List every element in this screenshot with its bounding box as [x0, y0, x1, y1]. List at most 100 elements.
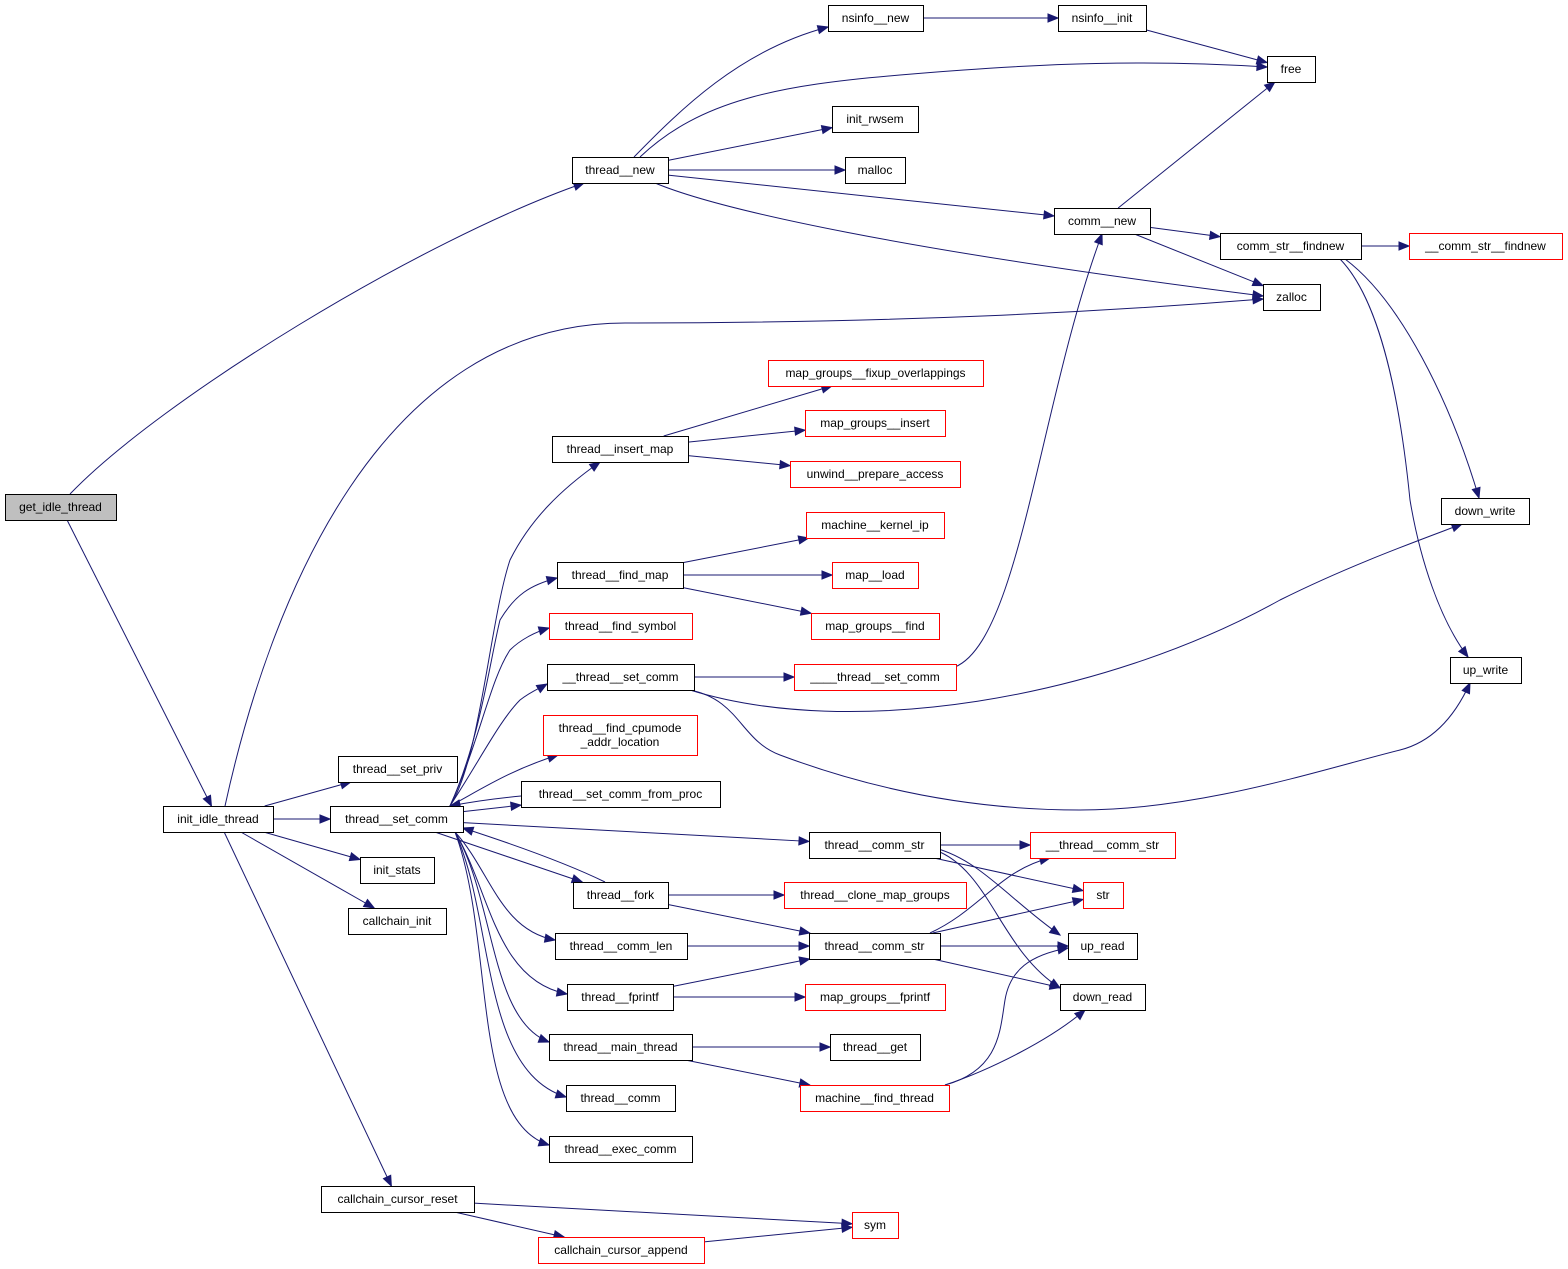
node-box	[1058, 5, 1147, 32]
node-thread-set-comm[interactable]: ____thread__set_comm	[794, 664, 957, 691]
edge-comm_str__findnew-to-__comm_str__findnew	[1361, 241, 1411, 251]
node-callchain-init[interactable]: callchain_init	[348, 908, 447, 935]
node-thread-find-cpumode-addr-location[interactable]: thread__find_cpumode_addr_location	[543, 715, 698, 756]
node-label: ____thread__set_comm	[809, 670, 939, 684]
node-init-idle-thread[interactable]: init_idle_thread	[163, 806, 274, 833]
node-free[interactable]: free	[1267, 56, 1316, 83]
node-map-groups-find[interactable]: map_groups__find	[811, 613, 940, 640]
node-thread-insert-map[interactable]: thread__insert_map	[552, 436, 689, 463]
node-comm-str-findnew[interactable]: comm_str__findnew	[1220, 233, 1362, 260]
node-nsinfo-new[interactable]: nsinfo__new	[828, 5, 924, 32]
node-thread-set-priv[interactable]: thread__set_priv	[338, 756, 458, 783]
node-label: map_groups__fixup_overlappings	[785, 366, 965, 380]
node-map-groups-fixup-overlappings[interactable]: map_groups__fixup_overlappings	[768, 360, 984, 387]
node-label: callchain_cursor_reset	[337, 1192, 458, 1206]
node-callchain-cursor-reset[interactable]: callchain_cursor_reset	[321, 1186, 475, 1213]
node-label: callchain_init	[363, 914, 432, 928]
node-init-stats[interactable]: init_stats	[360, 857, 435, 884]
node-up-write[interactable]: up_write	[1450, 657, 1522, 684]
arrowhead-icon	[1048, 925, 1062, 936]
node-nsinfo-init[interactable]: nsinfo__init	[1058, 5, 1147, 32]
node-comm-new[interactable]: comm__new	[1054, 208, 1151, 235]
node-map-groups-fprintf[interactable]: map_groups__fprintf	[805, 984, 946, 1011]
node-label: machine__find_thread	[815, 1091, 934, 1105]
node-up-read[interactable]: up_read	[1068, 933, 1138, 960]
edge-line	[69, 182, 585, 495]
edge-thread__set_comm-to-thread__main_thread	[454, 831, 551, 1043]
node-thread-fork[interactable]: thread__fork	[573, 882, 669, 909]
edge-line	[449, 577, 558, 807]
edge-machine__find_thread-to-up_read	[944, 945, 1070, 1086]
arrowhead-icon	[537, 626, 551, 636]
node-box	[852, 1212, 899, 1239]
node-thread-comm[interactable]: thread__comm	[566, 1085, 676, 1112]
node-get-idle-thread[interactable]: get_idle_thread	[5, 494, 117, 521]
node-box	[811, 613, 940, 640]
edge-____thread__set_comm-to-comm__new	[954, 232, 1103, 668]
arrowhead-icon	[794, 426, 807, 436]
node-thread-find-symbol[interactable]: thread__find_symbol	[549, 613, 693, 640]
node-label: comm_str__findnew	[1237, 239, 1345, 253]
node-map-groups-insert[interactable]: map_groups__insert	[805, 410, 946, 437]
edge-line	[682, 587, 812, 614]
node-label: init_idle_thread	[177, 812, 258, 826]
node-box	[794, 664, 957, 691]
node-box	[521, 781, 721, 808]
node-map-load[interactable]: map__load	[832, 562, 919, 589]
edge-line	[454, 831, 550, 1146]
node-thread-get[interactable]: thread__get	[830, 1034, 921, 1061]
edge-line	[462, 827, 606, 883]
node-unwind-prepare-access[interactable]: unwind__prepare_access	[790, 461, 961, 488]
node-init-rwsem[interactable]: init_rwsem	[832, 106, 919, 133]
node-box	[163, 806, 274, 833]
node-callchain-cursor-append[interactable]: callchain_cursor_append	[538, 1237, 705, 1264]
edge-thread__fork-to-thread__set_comm	[461, 826, 606, 883]
edge-thread__set_comm-to-thread__set_comm_from_proc	[462, 801, 523, 813]
edge-thread__main_thread-to-machine__find_thread	[685, 1059, 812, 1088]
edge-thread__new-to-init_rwsem	[667, 125, 834, 161]
node-box	[1060, 984, 1146, 1011]
node-box	[360, 857, 435, 884]
node-thread-comm-str-b[interactable]: thread__comm_str	[809, 933, 941, 960]
arrowhead-icon	[545, 576, 559, 586]
node-thread-set-comm[interactable]: thread__set_comm	[330, 806, 464, 833]
node-box	[1068, 933, 1138, 960]
node-thread-set-comm-from-proc[interactable]: thread__set_comm_from_proc	[521, 781, 721, 808]
node-machine-find-thread[interactable]: machine__find_thread	[800, 1085, 950, 1112]
node-thread-main-thread[interactable]: thread__main_thread	[549, 1034, 693, 1061]
node-thread-new[interactable]: thread__new	[572, 157, 669, 184]
node-thread-fprintf[interactable]: thread__fprintf	[567, 984, 674, 1011]
edge-callchain_cursor_reset-to-sym	[473, 1202, 854, 1228]
node-sym[interactable]: sym	[852, 1212, 899, 1239]
node-zalloc[interactable]: zalloc	[1263, 284, 1321, 311]
node-box	[1409, 233, 1563, 260]
arrowhead-icon	[554, 1089, 568, 1099]
edge-thread__find_map-to-machine__kernel_ip	[682, 535, 811, 564]
node-thread-exec-comm[interactable]: thread__exec_comm	[549, 1136, 693, 1163]
node-comm-str-findnew[interactable]: __comm_str__findnew	[1409, 233, 1563, 260]
node-thread-comm-str-a[interactable]: thread__comm_str	[809, 832, 941, 859]
edge-comm__new-to-zalloc	[1134, 233, 1265, 287]
edge-thread__comm_str_a-to-up_read	[934, 847, 1062, 936]
node-box	[549, 613, 693, 640]
arrowhead-icon	[543, 933, 557, 943]
node-thread-comm-len[interactable]: thread__comm_len	[555, 933, 688, 960]
node-label: thread__find_cpumode	[559, 721, 682, 735]
node-machine-kernel-ip[interactable]: machine__kernel_ip	[806, 512, 945, 539]
edge-thread__comm_str_b-to-up_read	[940, 941, 1070, 951]
node-thread-find-map[interactable]: thread__find_map	[557, 562, 684, 589]
node-down-read[interactable]: down_read	[1060, 984, 1146, 1011]
node-str[interactable]: str	[1083, 882, 1124, 909]
node-thread-comm-str[interactable]: __thread__comm_str	[1030, 832, 1176, 859]
node-box	[573, 882, 669, 909]
arrowhead-icon	[779, 459, 792, 470]
node-down-write[interactable]: down_write	[1441, 498, 1530, 525]
node-label: machine__kernel_ip	[821, 518, 929, 532]
node-box	[805, 984, 946, 1011]
edge-line	[449, 627, 550, 807]
node-label: up_read	[1080, 939, 1124, 953]
node-thread-clone-map-groups[interactable]: thread__clone_map_groups	[784, 882, 967, 909]
node-box	[832, 562, 919, 589]
node-malloc[interactable]: malloc	[845, 157, 906, 184]
node-thread-set-comm[interactable]: __thread__set_comm	[547, 664, 695, 691]
